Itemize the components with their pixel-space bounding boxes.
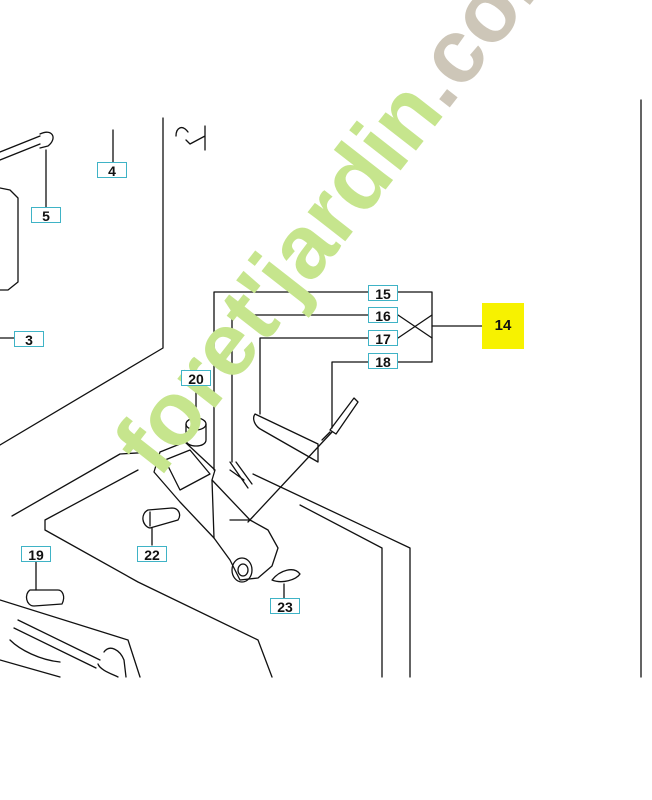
part-label-19: 19 bbox=[21, 546, 51, 563]
leader-18 bbox=[331, 361, 371, 429]
strip-part-icon bbox=[253, 413, 319, 463]
bracket-leader-lines bbox=[397, 291, 433, 363]
base-frame-outer bbox=[11, 451, 411, 678]
part-label-14: 14 bbox=[482, 303, 524, 349]
bolt-part-icon bbox=[142, 507, 181, 529]
bracket-part-icon bbox=[153, 441, 279, 581]
leader-15 bbox=[213, 291, 371, 471]
rod-lower bbox=[9, 639, 61, 663]
pin-23-icon bbox=[271, 569, 301, 583]
part-label-4: 4 bbox=[97, 162, 127, 179]
left-panel-slot bbox=[0, 187, 19, 291]
screw-5-icon bbox=[0, 131, 54, 161]
bracket-hole-inner bbox=[237, 563, 249, 577]
bracket-hole bbox=[231, 557, 253, 583]
upper-panel-top bbox=[175, 125, 206, 151]
leader-18-to-bracket bbox=[247, 431, 333, 523]
leader-17-join bbox=[397, 314, 433, 339]
bolt-19-icon bbox=[25, 589, 65, 607]
upper-panel-outline bbox=[0, 117, 164, 446]
part-label-23: 23 bbox=[270, 598, 300, 615]
leader-16 bbox=[231, 314, 371, 463]
part-label-17: 17 bbox=[368, 330, 398, 347]
pin-part-icon bbox=[321, 397, 359, 441]
part-label-5: 5 bbox=[31, 207, 61, 224]
part-label-16: 16 bbox=[368, 307, 398, 324]
part-label-22: 22 bbox=[137, 546, 167, 563]
bracket-inner-lines bbox=[164, 449, 251, 539]
base-frame-inner bbox=[44, 469, 383, 678]
part-label-15: 15 bbox=[368, 285, 398, 302]
bushing-part-icon bbox=[185, 417, 207, 431]
leader-17 bbox=[259, 337, 371, 415]
part-label-20: 20 bbox=[181, 370, 211, 387]
rod-part-icon bbox=[13, 619, 127, 678]
base-lower-line bbox=[0, 599, 141, 678]
part-label-18: 18 bbox=[368, 353, 398, 370]
bushing-body bbox=[185, 423, 207, 447]
part-label-3: 3 bbox=[14, 331, 44, 348]
clip-part-icon bbox=[229, 461, 253, 489]
